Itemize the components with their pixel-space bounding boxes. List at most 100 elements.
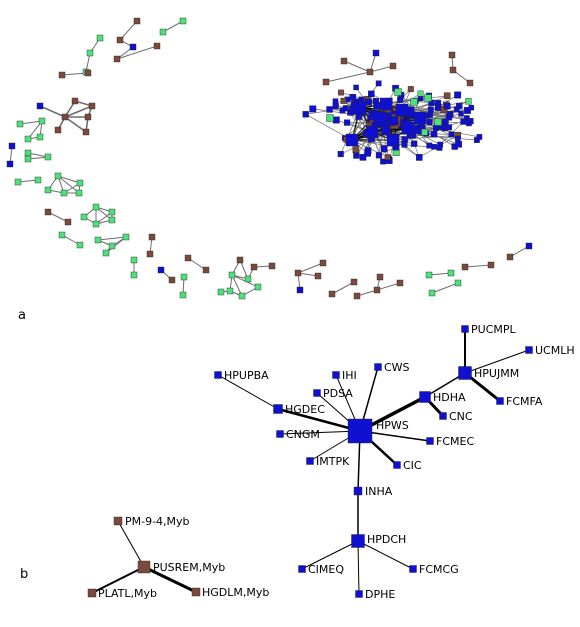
panel-b-edge-hpws-hgdec: [277, 407, 361, 433]
cluster-node-149: [359, 154, 367, 161]
panel-a-node-2-1: [159, 28, 167, 36]
cluster-node-102: [358, 96, 365, 103]
panel-label-a: a: [18, 308, 26, 323]
panel-b-edge-hpdch-dphe: [357, 540, 360, 595]
label-pdsa: PDSA: [323, 387, 353, 400]
cluster-node-112: [326, 106, 333, 113]
node-ucmlh: [525, 346, 533, 354]
label-dphe: DPHE: [365, 588, 395, 601]
label-ihi: IHI: [342, 369, 357, 382]
label-fcmcg: FCMCG: [419, 563, 459, 576]
label-pucmpl: PUCMPL: [471, 323, 516, 336]
panel-a-node-7-0: [14, 178, 22, 186]
panel-a-node-10-3: [92, 220, 100, 228]
panel-a-node-9-0: [44, 208, 52, 216]
cluster-node-146: [417, 90, 424, 97]
panel-a-node-20-0: [328, 290, 336, 298]
panel-a-node-26-2: [389, 62, 397, 70]
panel-a-node-8-0: [54, 172, 62, 180]
node-cic: [393, 461, 401, 469]
cluster-node-99: [458, 111, 464, 117]
cluster-hub-6: [345, 133, 359, 147]
panel-b-edge-pusrem-hgdlm: [143, 565, 197, 594]
panel-a-node-2-0: [179, 17, 187, 25]
panel-a-node-23-1: [454, 279, 462, 287]
panel-a-node-15-0: [157, 266, 165, 274]
panel-a-node-1-4: [153, 42, 161, 50]
panel-a-node-4-2: [61, 113, 69, 121]
panel-a-node-18-0: [236, 256, 244, 264]
panel-a-edge: [231, 274, 243, 297]
panel-a-node-26-3: [322, 78, 330, 86]
node-cnc: [439, 412, 447, 420]
panel-a-edge: [428, 272, 452, 276]
cluster-node-83: [373, 102, 381, 110]
cluster-node-27: [380, 145, 388, 153]
panel-a-node-12-0: [94, 236, 102, 244]
panel-a-edge: [105, 236, 127, 254]
panel-b-edge-hpdch-cimeq: [301, 540, 359, 570]
panel-a-node-24-1: [487, 261, 495, 269]
panel-a-node-13-1: [146, 250, 154, 258]
cluster-node-71: [339, 107, 346, 114]
label-pusrem: PUSREM,Myb: [153, 561, 225, 574]
panel-a-node-19-1: [319, 259, 327, 267]
cluster-extra-1: [424, 94, 432, 102]
panel-a-node-1-2: [129, 43, 137, 51]
panel-a-node-5-1: [38, 117, 46, 125]
panel-a-node-21-0: [376, 273, 384, 281]
cluster-extra-3: [434, 118, 442, 126]
cluster-node-69: [407, 86, 414, 93]
node-fcmfa: [496, 397, 504, 405]
panel-a-node-8-2: [60, 189, 68, 197]
panel-a-node-5-3: [24, 135, 32, 143]
node-pdsa: [313, 389, 321, 397]
label-cngm: CNGM: [286, 428, 320, 441]
label-fcmec: FCMEC: [436, 435, 474, 448]
cluster-node-8: [443, 92, 451, 99]
panel-a-node-20-1: [350, 278, 358, 286]
node-fcmcg: [409, 565, 417, 573]
cluster-node-138: [466, 120, 472, 127]
label-ucmlh: UCMLH: [535, 344, 575, 357]
cluster-node-127: [428, 106, 434, 113]
panel-a-node-26-0: [340, 57, 348, 65]
cluster-node-144: [364, 150, 371, 157]
node-pm94: [113, 516, 123, 526]
cluster-hub-7: [413, 111, 427, 125]
label-hgdlm: HGDLM,Myb: [202, 586, 269, 599]
panel-a-node-13-0: [148, 233, 156, 241]
panel-a-node-22-1: [447, 269, 455, 277]
panel-a-node-11-1: [76, 241, 84, 249]
panel-a-node-6-3: [44, 153, 52, 161]
panel-a-node-10-4: [108, 216, 116, 224]
cluster-node-119: [353, 84, 359, 91]
panel-a-edge: [64, 105, 93, 118]
panel-b-edge-hpdch-fcmcg: [357, 540, 414, 570]
label-hpws: HPWS: [376, 419, 409, 432]
label-inha: INHA: [365, 485, 393, 498]
panel-a-node-4-4: [82, 128, 90, 136]
panel-a-edge: [27, 156, 49, 160]
node-cngm: [276, 430, 284, 438]
panel-a-node-14-1: [130, 271, 138, 279]
panel-a-node-12-1: [122, 233, 130, 241]
node-pucmpl: [461, 325, 469, 333]
node-hdha: [419, 391, 431, 403]
cluster-node-48: [426, 142, 433, 149]
panel-a-edge: [27, 152, 49, 158]
panel-b-edge-hpws-cngm: [279, 430, 361, 435]
label-hdha: HDHA: [433, 391, 466, 404]
cluster-node-95: [455, 140, 462, 148]
panel-a-node-10-2: [80, 213, 88, 221]
panel-a-node-4-0: [71, 97, 79, 105]
panel-a-node-1-3: [113, 55, 121, 63]
panel-a-edge: [39, 105, 66, 118]
panel-a-node-14-0: [130, 256, 138, 264]
panel-a-node-12-3: [102, 249, 110, 257]
panel-a-node-15-1: [168, 276, 176, 284]
label-hpdch: HPDCH: [367, 533, 406, 546]
panel-a-node-0-1: [86, 49, 94, 57]
